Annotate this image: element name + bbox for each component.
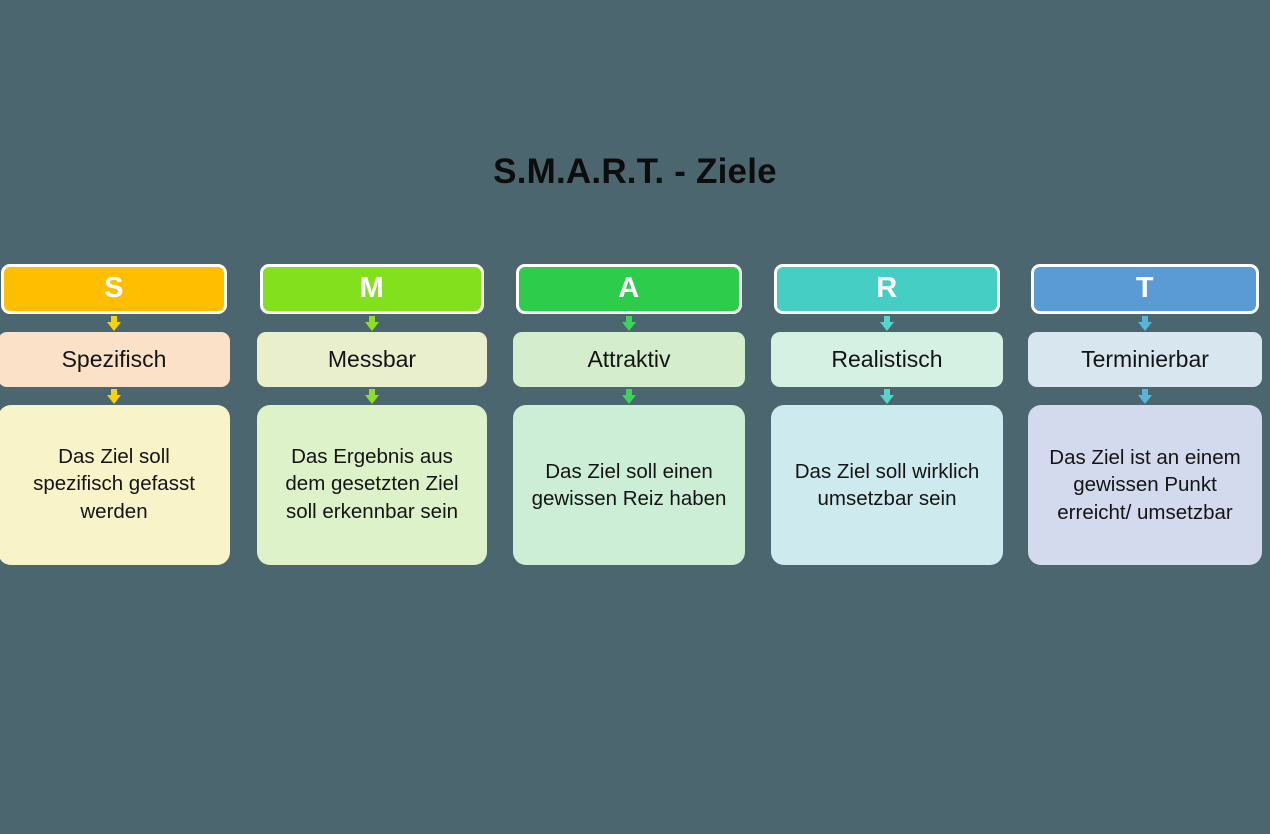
arrow-connector-s-top [0,314,230,332]
keyword-box-r[interactable]: Realistisch [771,332,1003,387]
arrow-connector-m-bottom [257,387,487,405]
arrow-connector-r-bottom [771,387,1003,405]
letter-label-m: M [359,271,385,304]
description-box-m: Das Ergebnis aus dem gesetzten Ziel soll… [257,405,487,565]
down-arrow-icon [1138,316,1152,331]
arrow-connector-t-bottom [1028,387,1262,405]
keyword-label-m: Messbar [327,345,417,372]
arrow-connector-a-top [513,314,745,332]
down-arrow-icon [365,316,379,331]
smart-column-a: A Attraktiv Das Ziel soll einen gewissen… [513,260,745,565]
description-box-s: Das Ziel soll spezifisch gefasst werden [0,405,230,565]
keyword-label-t: Terminierbar [1081,345,1209,372]
description-box-r: Das Ziel soll wirklich umsetzbar sein [771,405,1003,565]
letter-label-r: R [876,271,898,304]
arrow-connector-t-top [1028,314,1262,332]
down-arrow-icon [107,316,121,331]
description-box-a: Das Ziel soll einen gewissen Reiz haben [513,405,745,565]
letter-label-a: A [618,271,640,304]
smart-column-s: S Spezifisch Das Ziel soll spezifisch ge… [0,260,230,565]
letter-label-s: S [104,271,124,304]
keyword-box-a[interactable]: Attraktiv [513,332,745,387]
smart-column-t: T Terminierbar Das Ziel ist an einem gew… [1028,260,1262,565]
description-box-t: Das Ziel ist an einem gewissen Punkt err… [1028,405,1262,565]
letter-label-t: T [1135,271,1155,304]
keyword-box-t[interactable]: Terminierbar [1028,332,1262,387]
smart-column-m: M Messbar Das Ergebnis aus dem gesetzten… [257,260,487,565]
down-arrow-icon [880,389,894,404]
down-arrow-icon [365,389,379,404]
letter-header-r[interactable]: R [774,264,1000,314]
letter-header-s[interactable]: S [1,264,227,314]
keyword-label-s: Spezifisch [61,345,167,372]
keyword-label-a: Attraktiv [587,345,671,372]
down-arrow-icon [622,389,636,404]
letter-header-m[interactable]: M [260,264,484,314]
keyword-box-s[interactable]: Spezifisch [0,332,230,387]
down-arrow-icon [880,316,894,331]
letter-header-t[interactable]: T [1031,264,1259,314]
page-title: S.M.A.R.T. - Ziele [493,152,777,191]
keyword-box-m[interactable]: Messbar [257,332,487,387]
down-arrow-icon [1138,389,1152,404]
letter-header-a[interactable]: A [516,264,742,314]
keyword-label-r: Realistisch [831,345,943,372]
arrow-connector-s-bottom [0,387,230,405]
arrow-connector-r-top [771,314,1003,332]
down-arrow-icon [107,389,121,404]
arrow-connector-m-top [257,314,487,332]
smart-columns: S Spezifisch Das Ziel soll spezifisch ge… [0,260,1270,580]
smart-column-r: R Realistisch Das Ziel soll wirklich ums… [771,260,1003,565]
arrow-connector-a-bottom [513,387,745,405]
down-arrow-icon [622,316,636,331]
